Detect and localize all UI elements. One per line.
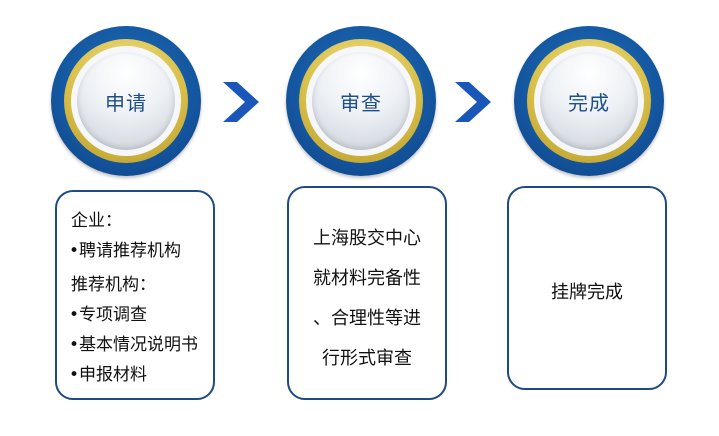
chevron-right-icon bbox=[455, 82, 491, 122]
step-circle-complete: 完成 bbox=[514, 26, 664, 176]
step-disc-apply: 申请 bbox=[77, 52, 175, 150]
review-details-box: 上海股交中心 就材料完备性 、合理性等进 行形式审查 bbox=[287, 186, 447, 400]
review-line: 上海股交中心 bbox=[313, 228, 421, 249]
step-disc-complete: 完成 bbox=[540, 52, 638, 150]
enterprise-heading: 企业： bbox=[71, 211, 122, 231]
review-line: 行形式审查 bbox=[322, 348, 412, 369]
sponsor-heading: 推荐机构： bbox=[71, 275, 156, 295]
complete-details-box: 挂牌完成 bbox=[507, 186, 667, 390]
sponsor-item: •申报材料 bbox=[69, 365, 148, 385]
step-circle-apply: 申请 bbox=[51, 26, 201, 176]
step-label-review: 审查 bbox=[340, 90, 382, 115]
step-circle-review: 审查 bbox=[286, 26, 436, 176]
enterprise-item: •聘请推荐机构 bbox=[69, 241, 182, 261]
review-line: 、合理性等进 bbox=[313, 308, 421, 329]
chevron-right-icon bbox=[223, 82, 259, 122]
apply-details-box: 企业： •聘请推荐机构 推荐机构： •专项调查 •基本情况说明书 •申报材料 bbox=[55, 190, 215, 400]
step-label-apply: 申请 bbox=[105, 90, 147, 115]
complete-text: 挂牌完成 bbox=[551, 282, 623, 303]
step-label-complete: 完成 bbox=[568, 90, 610, 115]
sponsor-item: •专项调查 bbox=[69, 305, 148, 325]
review-line: 就材料完备性 bbox=[313, 268, 421, 289]
step-disc-review: 审查 bbox=[312, 52, 410, 150]
sponsor-item: •基本情况说明书 bbox=[69, 335, 199, 355]
